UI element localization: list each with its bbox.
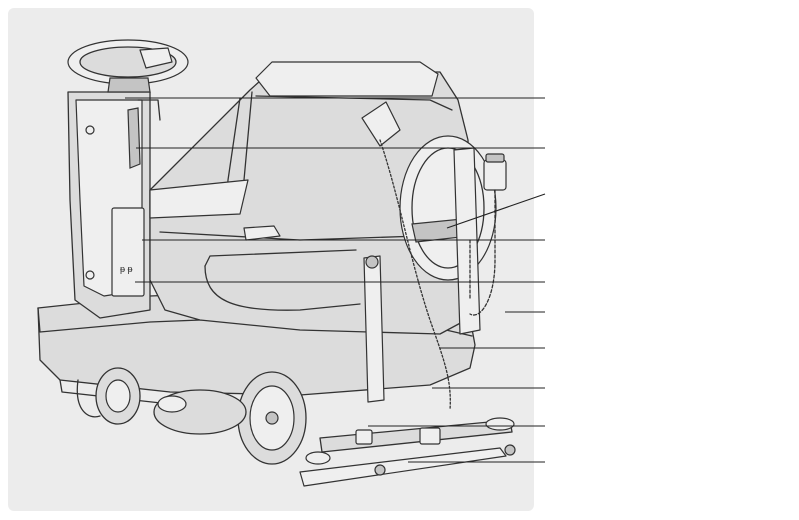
- drain-hose: [453, 147, 507, 335]
- steering-wheel: [67, 39, 189, 93]
- callout-leaders: [125, 97, 546, 463]
- leader-3: [446, 193, 546, 229]
- svg-text:ᵽ ᵽ: ᵽ ᵽ: [120, 264, 133, 274]
- suction-hose: [361, 101, 451, 411]
- brush-lever: [363, 255, 385, 403]
- front-wheels: [76, 367, 141, 425]
- squeegee: [299, 417, 516, 487]
- rear-wheel: [237, 371, 307, 465]
- recovery-window: [399, 135, 497, 281]
- steering-column: ᵽ ᵽ: [67, 91, 161, 319]
- brush-deck: [153, 389, 247, 435]
